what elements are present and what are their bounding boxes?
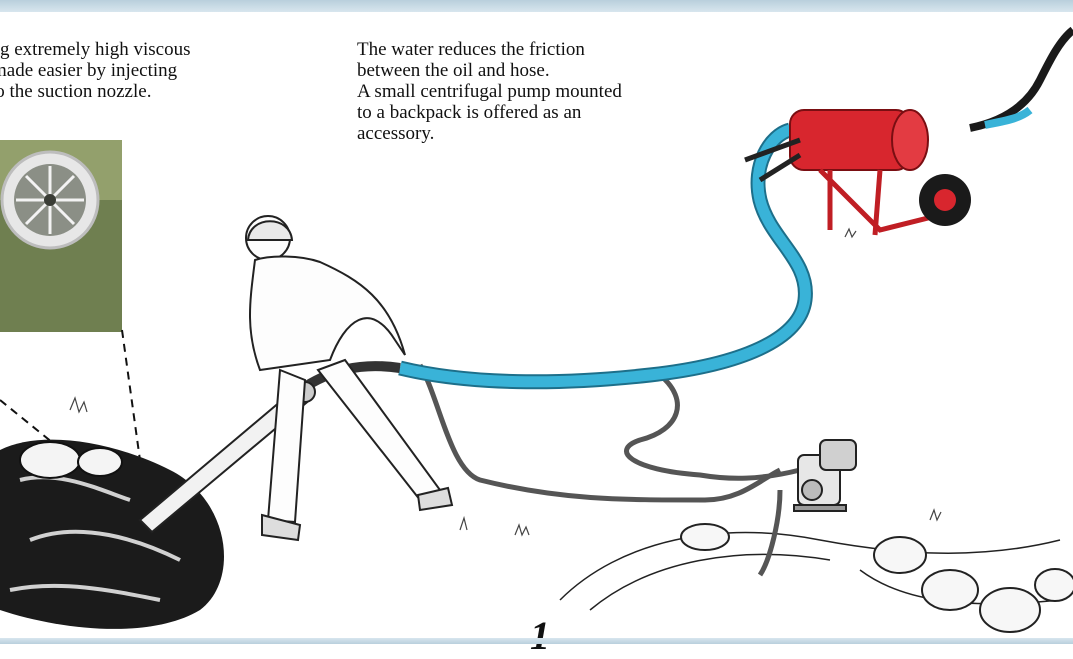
water-hose <box>420 365 800 575</box>
right-caption-line-4: to a backpack is offered as an <box>357 102 697 123</box>
right-caption-line-3: A small centrifugal pump mounted <box>357 81 697 102</box>
water-pump <box>794 440 856 511</box>
left-caption: g extremely high viscous made easier by … <box>0 39 275 102</box>
left-caption-line-2: made easier by injecting <box>0 60 275 81</box>
left-caption-line-3: to the suction nozzle. <box>0 81 275 102</box>
right-caption: The water reduces the friction between t… <box>357 39 697 144</box>
page-marker: 1 <box>530 612 550 659</box>
inset-photo-nozzle <box>0 140 122 332</box>
right-caption-line-1: The water reduces the friction <box>357 39 697 60</box>
rocks <box>681 524 1073 632</box>
left-caption-line-1: g extremely high viscous <box>0 39 275 60</box>
oil-pool <box>0 440 224 629</box>
bottom-border-band <box>0 638 1073 644</box>
right-caption-line-2: between the oil and hose. <box>357 60 697 81</box>
right-caption-line-5: accessory. <box>357 123 697 144</box>
